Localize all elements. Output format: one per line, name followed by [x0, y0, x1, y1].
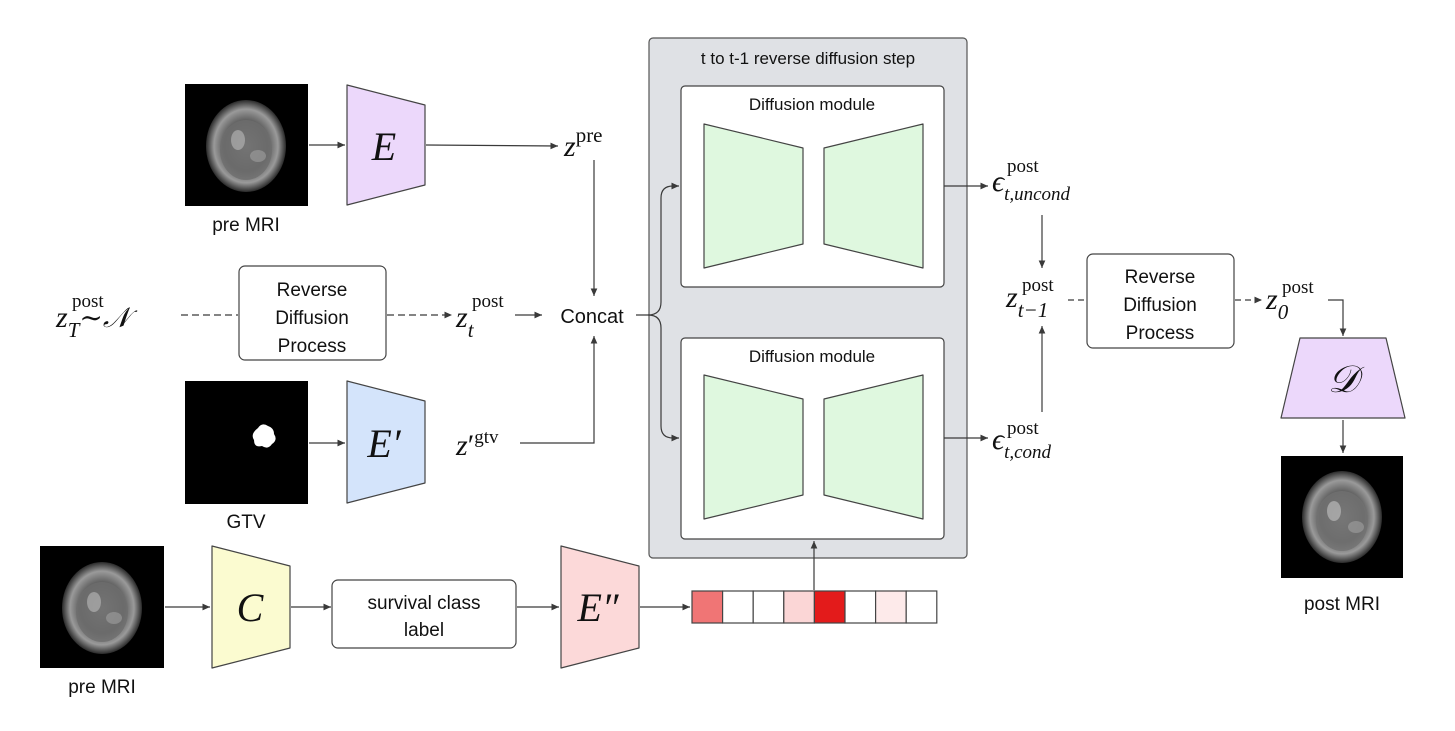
embedding-cell — [721, 590, 754, 624]
reverse-diffusion-right-line3: Process — [1126, 323, 1195, 344]
encoder-E-prime — [346, 380, 426, 504]
z-0-post-sup: post — [1282, 277, 1314, 298]
encoder-E-dprime-label: E″ — [576, 585, 619, 630]
z-t-post: zt — [455, 301, 475, 342]
survival-label-box — [331, 579, 517, 649]
pre-mri-top-label: pre MRI — [212, 215, 280, 236]
reverse-diffusion-right-line1: Reverse — [1125, 267, 1196, 288]
classifier-C-label: C — [237, 585, 265, 630]
z-pre: zpre — [563, 123, 603, 163]
reverse-diffusion-right-box — [1086, 253, 1235, 349]
post-mri-label: post MRI — [1304, 594, 1380, 615]
unet-decoder-bottom — [823, 374, 924, 520]
z-T-post-sup: post — [72, 291, 104, 312]
unet-encoder-top — [703, 123, 804, 269]
z-T-post-sim-normal: zT∼𝒩 — [55, 301, 138, 342]
embedding-cell — [905, 590, 938, 624]
reverse-step-title: t to t-1 reverse diffusion step — [701, 49, 915, 68]
decoder-D — [1280, 337, 1406, 419]
concat-label: Concat — [560, 306, 624, 328]
unet-decoder-top — [823, 123, 924, 269]
pre-mri-top-image — [185, 84, 308, 206]
post-mri-image — [1281, 456, 1403, 578]
epsilon-uncond: ϵt,uncond — [992, 165, 1071, 205]
embedding-cell — [874, 590, 907, 624]
reverse-diffusion-left-line3: Process — [278, 336, 347, 357]
survival-label-line1: survival class — [368, 593, 481, 614]
classifier-C — [211, 545, 291, 669]
embedding-cell — [752, 590, 785, 624]
connectors — [165, 141, 1347, 611]
embedding-cell — [691, 590, 724, 624]
encoder-E-dprime — [560, 545, 640, 669]
z-t-minus-1: zt−1 — [1005, 281, 1048, 322]
encoder-E — [346, 84, 426, 206]
embedding-cell — [783, 590, 815, 624]
reverse-diffusion-left-line2: Diffusion — [275, 308, 349, 329]
pre-mri-bottom-label: pre MRI — [68, 677, 136, 698]
reverse-diffusion-right-line2: Diffusion — [1123, 295, 1197, 316]
diffusion-module-bottom-label: Diffusion module — [749, 347, 875, 366]
unet-encoder-bottom — [703, 374, 804, 520]
z-t-post-sup: post — [472, 291, 504, 312]
gtv-label: GTV — [226, 512, 265, 533]
embedding-cell — [844, 590, 877, 624]
embedding-vector — [691, 590, 938, 624]
gtv-image — [185, 381, 308, 504]
z-t-minus-1-sup: post — [1022, 275, 1054, 296]
z-0-post: z0 — [1265, 283, 1289, 324]
z-prime-gtv: z′gtv — [455, 427, 499, 462]
epsilon-cond: ϵt,cond — [992, 423, 1052, 463]
pre-mri-bottom-image — [40, 546, 164, 668]
encoder-E-label: E — [371, 124, 396, 169]
survival-label-line2: label — [404, 620, 444, 641]
embedding-cell — [813, 590, 846, 624]
encoder-E-prime-label: E′ — [366, 421, 401, 466]
reverse-diffusion-left-box — [238, 265, 387, 361]
diffusion-module-top-label: Diffusion module — [749, 95, 875, 114]
z-pre-sup: pre — [576, 123, 603, 147]
epsilon-cond-sup: post — [1007, 418, 1039, 439]
epsilon-uncond-sup: post — [1007, 156, 1039, 177]
reverse-diffusion-left-line1: Reverse — [277, 280, 348, 301]
